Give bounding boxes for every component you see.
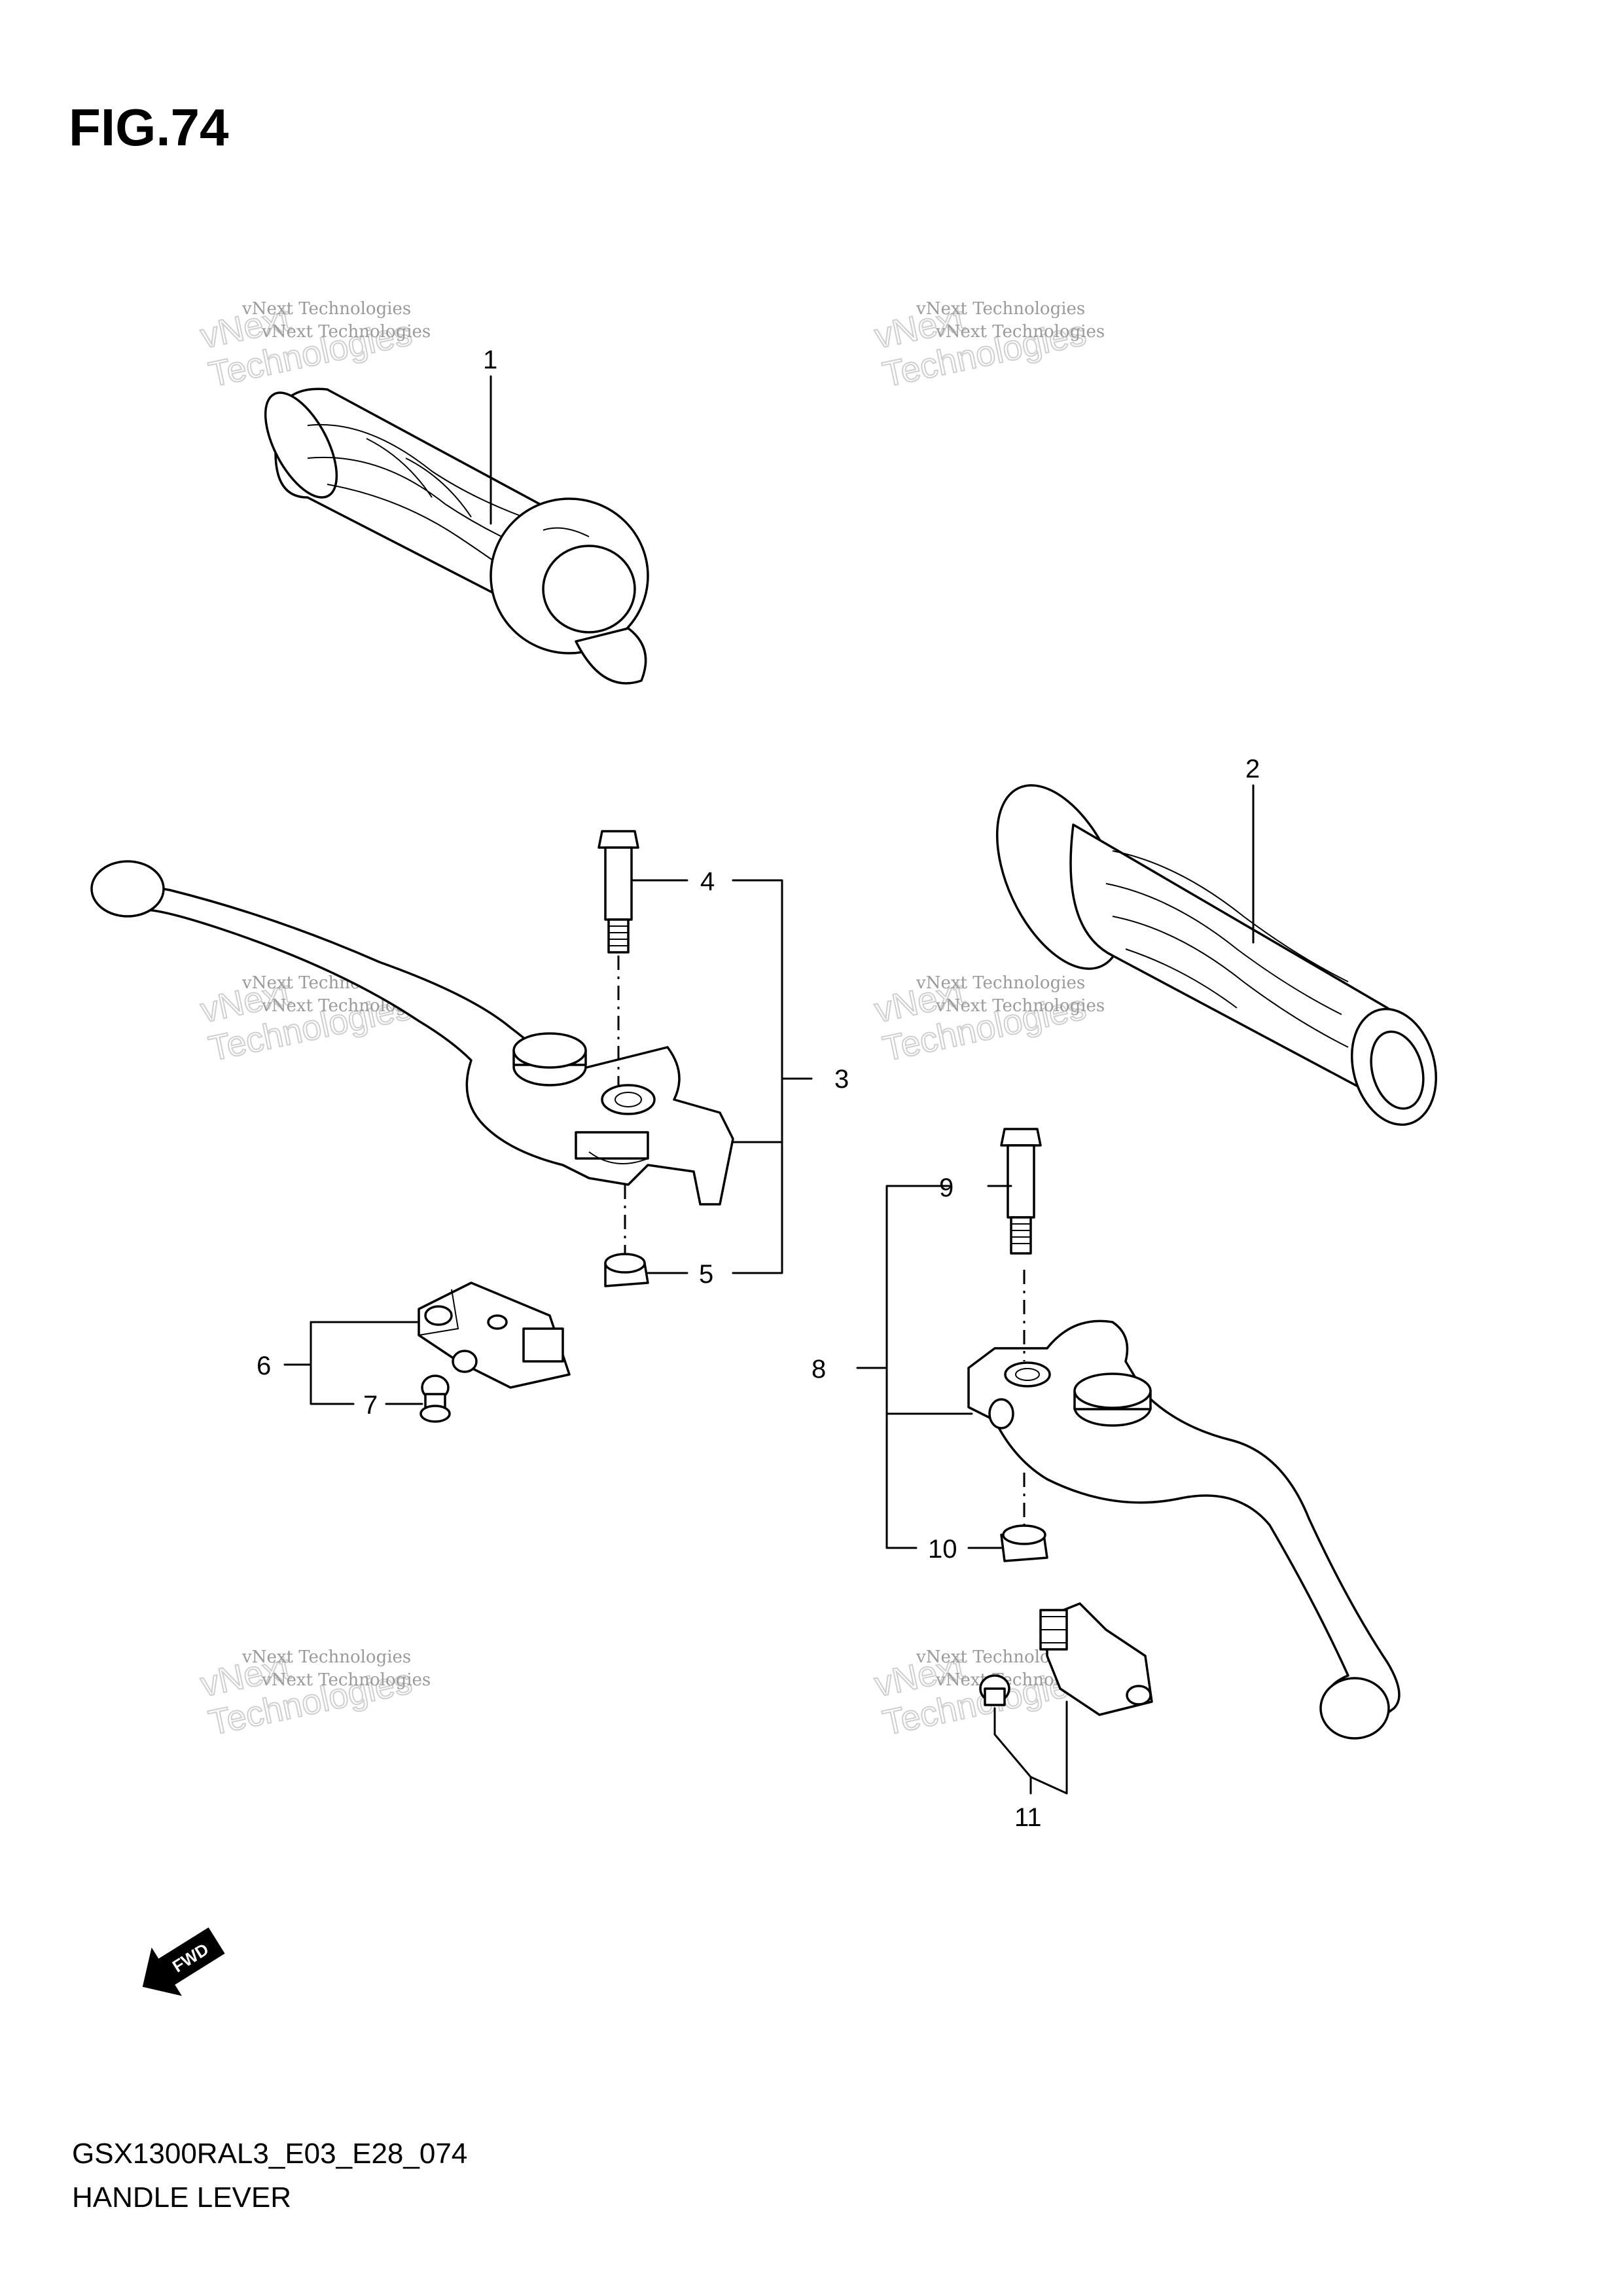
- figure-caption: HANDLE LEVER: [72, 2181, 291, 2214]
- callout-1: 1: [483, 346, 497, 374]
- callout-11: 11: [1014, 1803, 1042, 1832]
- callout-7: 7: [363, 1391, 378, 1420]
- watermark-text: vNext Technologies: [241, 1647, 411, 1667]
- watermark-text: vNext Technologies: [916, 299, 1085, 319]
- part-1-left-handlebar-grip: [264, 387, 649, 685]
- part-11-front-brake-switch: [979, 1602, 1153, 1716]
- callout-9: 9: [939, 1174, 954, 1202]
- watermark-text: vNext Technologies: [261, 322, 431, 342]
- watermark-text: vNext Technologies: [916, 973, 1085, 993]
- callout-4: 4: [700, 867, 715, 896]
- callout-5: 5: [699, 1260, 713, 1289]
- callout-6: 6: [257, 1352, 271, 1380]
- callout-2: 2: [1245, 755, 1260, 783]
- watermark-text: vNext Technologies: [241, 299, 411, 319]
- figure-title: FIG.74: [69, 98, 229, 156]
- watermark-text: vNext Technologies: [935, 996, 1105, 1016]
- fwd-direction-arrow: FWD: [142, 1927, 225, 1996]
- callout-8: 8: [812, 1355, 826, 1384]
- callout-10: 10: [928, 1535, 957, 1564]
- leader-lines: [283, 375, 1255, 1795]
- part-7-switch-screw: [419, 1374, 451, 1423]
- watermark-text: vNext Technologies: [261, 1670, 431, 1690]
- watermark-text: vNext Technologies: [935, 322, 1105, 342]
- part-2-right-handlebar-grip: [995, 784, 1438, 1126]
- model-code: GSX1300RAL3_E03_E28_074: [72, 2138, 467, 2170]
- part-3-left-lever-assembly: [90, 830, 734, 1287]
- callout-3: 3: [834, 1065, 849, 1094]
- callout-labels: 1 2 3 4 5 6 7 8 9 10 11: [257, 346, 1260, 1832]
- part-8-right-lever-assembly: [967, 1128, 1400, 1740]
- part-6-clutch-lever-switch: [418, 1282, 571, 1389]
